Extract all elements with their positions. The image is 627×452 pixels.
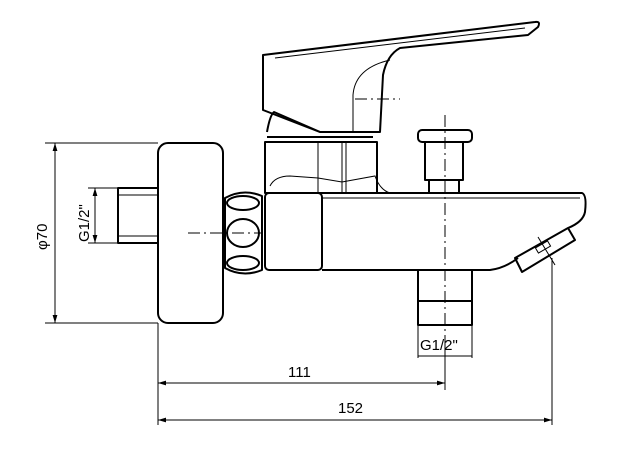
lever-handle xyxy=(262,20,540,133)
flange-diameter-label: φ70 xyxy=(34,224,51,250)
mixer-body xyxy=(264,136,391,194)
aerator xyxy=(514,227,576,273)
length-dimensions: 111 152 xyxy=(157,258,553,425)
outlet-thread-label: G1/2" xyxy=(420,337,458,354)
flange-diameter-dimension: φ70 xyxy=(34,142,158,324)
inlet-pipe xyxy=(117,187,159,244)
inlet-thread-dimension: G1/2" xyxy=(76,187,118,244)
outlet-thread-dimension: G1/2" xyxy=(417,325,473,358)
inlet-thread-label: G1/2" xyxy=(76,204,93,242)
center-lines xyxy=(188,98,556,345)
spout-projection-label: 152 xyxy=(338,400,363,417)
outlet-distance-label: 111 xyxy=(288,364,311,381)
spout xyxy=(264,192,587,273)
wall-flange xyxy=(157,142,224,324)
